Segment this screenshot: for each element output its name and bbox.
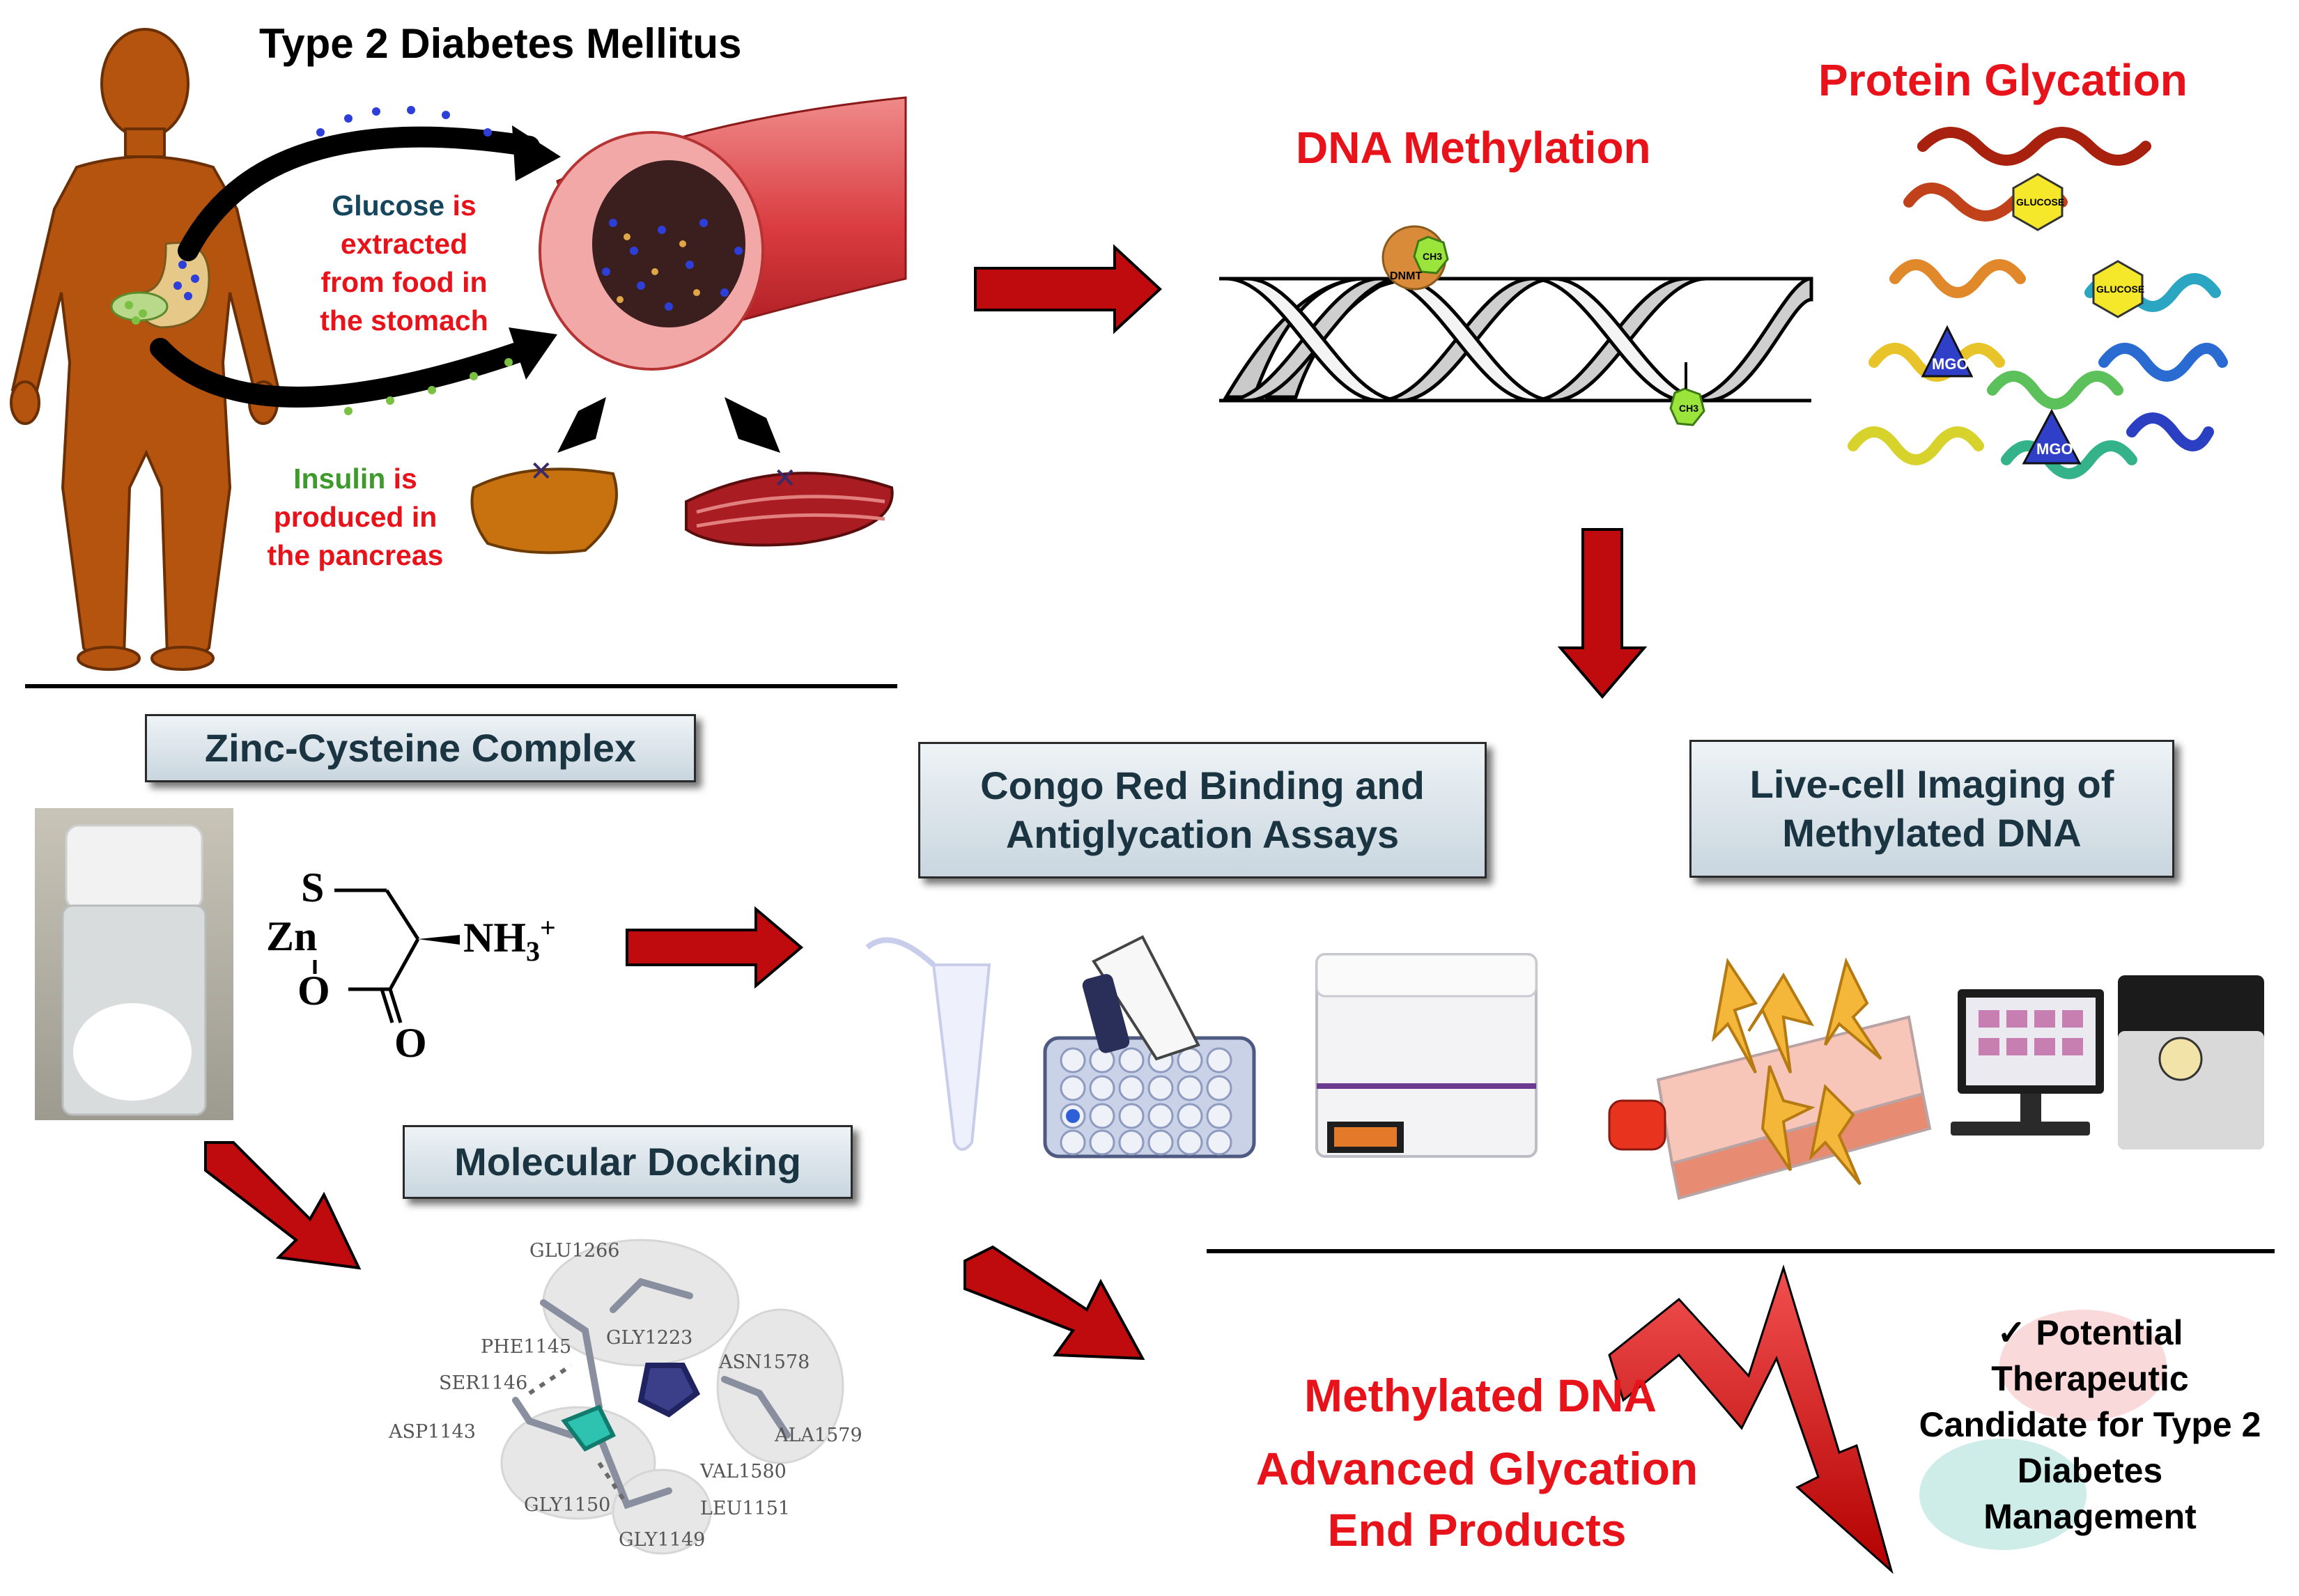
residue-phe1145: PHE1145 — [481, 1336, 572, 1358]
dna-methylation-title: DNA Methylation — [1296, 123, 1651, 173]
mgo-tag-1: MGO — [1932, 355, 1969, 373]
nh-text: NH — [463, 915, 526, 961]
residue-gly1150: GLY1150 — [524, 1494, 611, 1516]
conclusion-text: ✓ Potential Therapeutic Candidate for Ty… — [1881, 1310, 2299, 1540]
atom-o-ring: O — [297, 968, 330, 1014]
outcome-methylated-dna: Methylated DNA — [1303, 1370, 1657, 1421]
congo-red-line-1: Congo Red Binding and — [980, 764, 1425, 807]
insulin-caption: Insulin is produced in the pancreas — [240, 460, 470, 575]
residue-gly1223: GLY1223 — [606, 1327, 693, 1349]
svg-text:✕: ✕ — [529, 456, 553, 488]
conclusion-line-3: Candidate for Type 2 — [1919, 1405, 2261, 1444]
insulin-word: Insulin — [293, 463, 386, 495]
title-t2dm: Type 2 Diabetes Mellitus — [259, 20, 742, 67]
live-cell-box: Live-cell Imaging of Methylated DNA — [1689, 740, 2174, 878]
atom-o-carbonyl: O — [394, 1020, 427, 1066]
insulin-line-2: the pancreas — [267, 539, 444, 571]
atom-nh3: NH3+ — [463, 911, 556, 968]
residue-glu1266: GLU1266 — [529, 1240, 620, 1262]
conclusion-line-5: Management — [1983, 1497, 2197, 1536]
glucose-line-1: extracted — [340, 228, 468, 260]
congo-red-line-2: Antiglycation Assays — [1005, 812, 1400, 856]
live-cell-line-1: Live-cell Imaging of — [1749, 762, 2114, 806]
glucose-caption: Glucose is extracted from food in the st… — [300, 187, 509, 340]
congo-red-box: Congo Red Binding and Antiglycation Assa… — [918, 742, 1487, 878]
residue-asn1578: ASN1578 — [719, 1351, 810, 1373]
mgo-tag-2: MGO — [2036, 440, 2073, 458]
nh-superscript: + — [540, 912, 556, 943]
live-cell-line-2: Methylated DNA — [1782, 811, 2082, 855]
atom-s: S — [301, 865, 325, 911]
nh-subscript: 3 — [526, 936, 540, 967]
glucose-line-3: the stomach — [320, 304, 488, 336]
residue-val1580: VAL1580 — [700, 1461, 787, 1482]
zinc-cysteine-box: Zinc-Cysteine Complex — [145, 714, 696, 782]
glucose-tag-1: GLUCOSE — [2016, 196, 2065, 208]
glucose-word: Glucose — [332, 189, 445, 222]
insulin-is: is — [385, 463, 417, 495]
insulin-line-1: produced in — [273, 501, 438, 533]
residue-ala1579: ALA1579 — [775, 1425, 862, 1446]
residue-leu1151: LEU1151 — [700, 1498, 791, 1519]
glucose-is: is — [444, 189, 477, 222]
divider-left — [25, 684, 897, 688]
atom-zn: Zn — [266, 913, 318, 959]
protein-glycation-title: Protein Glycation — [1818, 55, 2188, 105]
conclusion-line-2: Therapeutic — [1991, 1359, 2189, 1398]
glucose-tag-2: GLUCOSE — [2096, 284, 2145, 295]
check-icon: ✓ — [1997, 1313, 2027, 1352]
molecular-docking-box: Molecular Docking — [403, 1125, 853, 1199]
residue-asp1143: ASP1143 — [389, 1421, 476, 1443]
glucose-line-2: from food in — [320, 266, 488, 298]
outcome-end-products: End Products — [1327, 1504, 1627, 1556]
divider-right — [1207, 1249, 2275, 1253]
residue-gly1149: GLY1149 — [619, 1529, 706, 1551]
dnmt-label: DNMT — [1390, 270, 1423, 282]
svg-text:✕: ✕ — [773, 463, 797, 495]
ch3-label-top: CH3 — [1423, 251, 1443, 262]
outcome-advanced-glycation: Advanced Glycation — [1255, 1443, 1698, 1494]
ch3-label-bottom: CH3 — [1679, 403, 1699, 414]
conclusion-line-4: Diabetes — [2017, 1451, 2163, 1490]
residue-ser1146: SER1146 — [439, 1372, 528, 1394]
conclusion-line-1: Potential — [2036, 1313, 2183, 1352]
